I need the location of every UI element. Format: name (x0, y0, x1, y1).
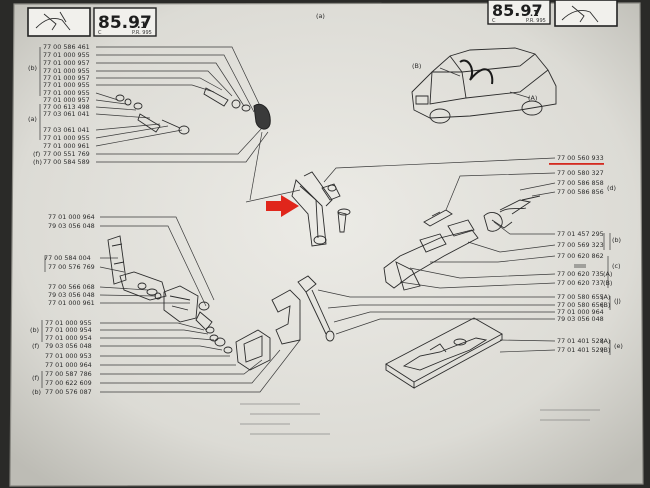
page-suffix-left: .1 (137, 21, 147, 31)
left5-item-6: 77 00 587 786 (45, 370, 92, 378)
header-right-icon-box (554, 0, 618, 27)
right-marker-b3: (B) (601, 346, 610, 354)
left5-marker-f2: (f) (32, 374, 39, 382)
center-label-a: (a) (316, 12, 325, 20)
left1-item-8: 77 00 613 498 (43, 103, 90, 111)
page-sub-pr-left: P.R. 995 (132, 30, 152, 36)
left2-item-0: 77 01 000 964 (48, 213, 95, 221)
paper-edge-shadow (9, 2, 644, 487)
right-marker-a2: (A) (601, 293, 610, 301)
right-part-list: 77 00 560 933 77 00 580 327 77 00 586 85… (549, 154, 623, 355)
page-sub-c-left: C (98, 30, 102, 36)
lower-left-parts (107, 235, 335, 371)
red-pointer-arrow (266, 195, 299, 217)
left-group-2: 77 01 000 964 79 03 056 048 (48, 213, 95, 230)
left1-item-10: 77 03 061 041 (43, 126, 90, 134)
right-item-0: 77 00 560 933 (557, 154, 604, 162)
car-callout-b: (B) (412, 62, 421, 70)
left5-item-3: 79 03 056 048 (45, 342, 92, 350)
left4-item-2: 77 01 000 961 (48, 299, 95, 307)
right-marker-b2: (B) (601, 301, 610, 309)
left5-item-5: 77 01 000 964 (45, 361, 92, 369)
outer-handle-parts (115, 87, 271, 201)
right-item-12: 79 03 056 048 (557, 315, 604, 323)
left1-item-6: 77 01 000 955 (43, 89, 90, 97)
right-marker-e: (e) (614, 342, 623, 350)
left1-bracket-b: (b) (28, 64, 37, 72)
left5-marker-b2: (b) (32, 388, 41, 396)
leader-lines-right (317, 157, 556, 353)
left-group-1: 77 00 586 461 77 01 000 955 77 01 000 95… (28, 43, 90, 166)
right-item-3: 77 00 586 856 (557, 188, 604, 196)
left1-item-7: 77 01 000 957 (43, 96, 90, 104)
left5-bracket-b: (b) (30, 326, 39, 334)
right-marker-a3: (A) (601, 337, 610, 345)
left1-item-4: 77 01 000 957 (43, 74, 90, 82)
left1-item-0: 77 00 586 461 (43, 43, 90, 51)
left1-item-1: 77 01 000 955 (43, 51, 90, 59)
left5-item-2: 77 01 000 954 (45, 334, 92, 342)
header-left-page-box: 85.97 .1 C P.R. 995 (93, 7, 157, 37)
left1-item-9: 77 03 061 041 (43, 110, 90, 118)
car-illustration: (B) (A) (411, 47, 557, 124)
right-item-9: 77 00 580 655 (557, 293, 604, 301)
right-lock-assembly (383, 195, 541, 291)
header-right-page-box: 85.97 .1 C P.R. 995 (487, 0, 551, 25)
left4-item-0: 77 00 566 068 (48, 283, 95, 291)
left1-item-5: 77 01 000 955 (43, 81, 90, 89)
right-marker-c: (c) (612, 262, 621, 270)
header-left-icon-box (27, 7, 91, 37)
right-item-14: 77 01 401 529 (557, 346, 604, 354)
left3-item-1: 77 00 576 769 (48, 263, 95, 271)
left1-item-13: 77 00 551 769 (43, 150, 90, 158)
right-item-1: 77 00 580 327 (557, 169, 604, 177)
right-marker-d: (d) (607, 184, 616, 192)
left5-marker-f1: (f) (32, 342, 39, 350)
left-group-5: 77 01 000 955 77 01 000 954 77 01 000 95… (30, 319, 92, 396)
left5-item-8: 77 00 576 087 (45, 388, 92, 396)
left-group-3: 77 00 584 004 77 00 576 769 (44, 254, 95, 272)
left5-item-7: 77 00 622 609 (45, 379, 92, 387)
car-callout-a: (A) (528, 94, 537, 102)
left5-item-4: 77 01 000 953 (45, 352, 92, 360)
right-item-8: 77 00 620 737 (557, 279, 604, 287)
left1-item-2: 77 01 000 957 (43, 59, 90, 67)
highlight-underline (549, 163, 604, 165)
right-marker-j: (J) (614, 297, 621, 305)
right-item-10: 77 00 580 656 (557, 301, 604, 309)
page-suffix-right: .1 (530, 9, 539, 18)
right-item-2: 77 00 586 858 (557, 179, 604, 187)
bleed-through-marks (240, 403, 600, 435)
right-item-13: 77 01 401 528 (557, 337, 604, 345)
left5-item-0: 77 01 000 955 (45, 319, 92, 327)
left1-bracket-a: (a) (28, 115, 37, 123)
leader-lines-left (95, 46, 301, 393)
page-number-left: 85.97 (98, 13, 152, 33)
right-item-4: 77 01 457 295 (557, 230, 604, 238)
left2-item-1: 79 03 056 048 (48, 222, 95, 230)
left1-marker-f: (f) (33, 150, 40, 158)
left1-item-14: 77 00 584 589 (43, 158, 90, 166)
right-item-7: 77 00 620 735 (557, 270, 604, 278)
left1-marker-h: (h) (33, 158, 42, 166)
page-sub-pr-right: P.R. 995 (526, 18, 546, 24)
left4-item-1: 79 03 056 048 (48, 291, 95, 299)
paper-sheet (10, 3, 643, 486)
page-sub-c-right: C (492, 18, 496, 24)
left1-item-12: 77 01 000 961 (43, 142, 90, 150)
right-item-5: 77 00 569 323 (557, 241, 604, 249)
right-marker-b: (b) (612, 236, 621, 244)
left3-item-0: 77 00 584 004 (44, 254, 91, 262)
page-number-right: 85.97 (492, 1, 543, 20)
right-item-11: 77 01 000 964 (557, 308, 604, 316)
left5-item-1: 77 01 000 954 (45, 326, 92, 334)
left1-item-3: 77 01 000 955 (43, 67, 90, 75)
left-group-4: 77 00 566 068 79 03 056 048 77 01 000 96… (48, 283, 95, 307)
boxed-kit (385, 317, 503, 389)
lock-mechanism-center (245, 171, 351, 247)
left1-item-11: 77 01 000 955 (43, 134, 90, 142)
right-item-6: 77 00 620 862 (557, 252, 604, 260)
